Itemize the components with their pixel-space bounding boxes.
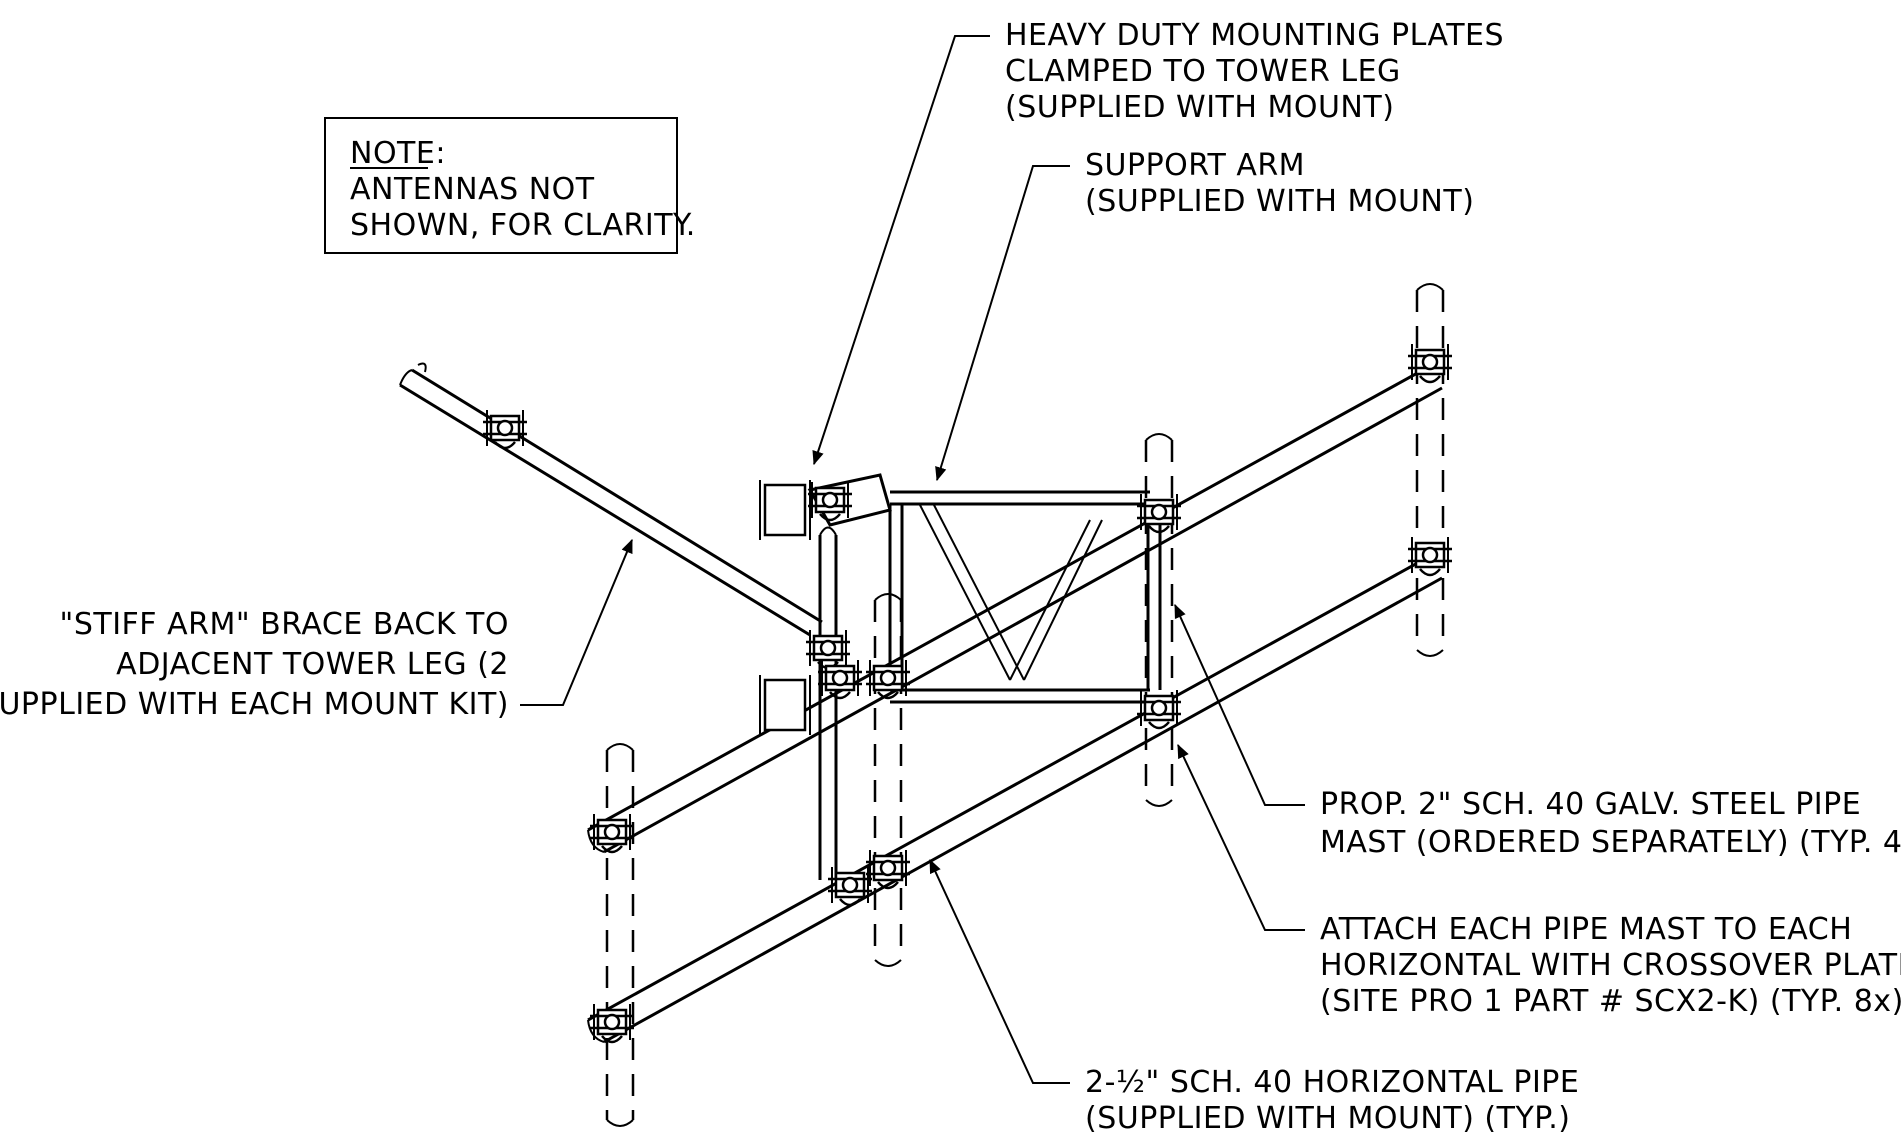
mounting-plates (759, 473, 892, 907)
callout-stiff-arm-line-3: SUPPLIED WITH EACH MOUNT KIT) (0, 687, 509, 722)
callout-pipe-mast: PROP. 2" SCH. 40 GALV. STEEL PIPE MAST (… (1174, 603, 1901, 860)
clamp-lower-center-left (864, 848, 912, 890)
callout-horizontal-pipe: 2-½" SCH. 40 HORIZONTAL PIPE (SUPPLIED W… (929, 858, 1579, 1135)
pipe-masts (605, 283, 1445, 1127)
callout-crossover: ATTACH EACH PIPE MAST TO EACH HORIZONTAL… (1177, 743, 1901, 1019)
clamp-upper-far-right (1406, 342, 1454, 384)
callout-mounting-plates-line-1: HEAVY DUTY MOUNTING PLATES (1005, 18, 1504, 53)
callout-stiff-arm-line-2: ADJACENT TOWER LEG (2 (116, 647, 509, 682)
callout-crossover-line-2: HORIZONTAL WITH CROSSOVER PLATE KIT (1320, 948, 1901, 983)
clamp-lower-far-right (1406, 535, 1454, 577)
pipe-mast-far-left (605, 743, 635, 1127)
note-line-1: ANTENNAS NOT (350, 172, 595, 207)
pipe-mast-far-right (1415, 283, 1445, 657)
note-title: NOTE: (350, 136, 446, 171)
callout-stiff-arm-line-1: "STIFF ARM" BRACE BACK TO (60, 607, 509, 642)
callout-mounting-plates: HEAVY DUTY MOUNTING PLATES CLAMPED TO TO… (812, 18, 1504, 466)
support-arm-frame (888, 490, 1162, 704)
stiff-arm-brace (399, 362, 823, 637)
callout-support-arm: SUPPORT ARM (SUPPLIED WITH MOUNT) (935, 148, 1474, 482)
callout-mounting-plates-line-2: CLAMPED TO TOWER LEG (1005, 54, 1401, 89)
callout-stiff-arm: "STIFF ARM" BRACE BACK TO ADJACENT TOWER… (0, 538, 633, 722)
callout-horizontal-pipe-line-1: 2-½" SCH. 40 HORIZONTAL PIPE (1085, 1065, 1579, 1100)
pipe-mast-center-right (1144, 433, 1174, 807)
pipe-mast-center-left (873, 593, 903, 967)
callout-pipe-mast-line-2: MAST (ORDERED SEPARATELY) (TYP. 4x) (1320, 825, 1901, 860)
callout-support-arm-line-2: (SUPPLIED WITH MOUNT) (1085, 184, 1474, 219)
callout-crossover-line-3: (SITE PRO 1 PART # SCX2-K) (TYP. 8x) (1320, 984, 1901, 1019)
note-box: NOTE: ANTENNAS NOT SHOWN, FOR CLARITY. (324, 117, 696, 254)
note-line-2: SHOWN, FOR CLARITY. (350, 208, 696, 243)
callout-support-arm-line-1: SUPPORT ARM (1085, 148, 1305, 183)
upper-horizontal-pipe (587, 363, 1443, 854)
callout-mounting-plates-line-3: (SUPPLIED WITH MOUNT) (1005, 90, 1394, 125)
lower-horizontal-pipe (587, 553, 1443, 1044)
callout-horizontal-pipe-line-2: (SUPPLIED WITH MOUNT) (TYP.) (1085, 1101, 1570, 1135)
callout-pipe-mast-line-1: PROP. 2" SCH. 40 GALV. STEEL PIPE (1320, 787, 1861, 822)
callout-crossover-line-1: ATTACH EACH PIPE MAST TO EACH (1320, 912, 1852, 947)
